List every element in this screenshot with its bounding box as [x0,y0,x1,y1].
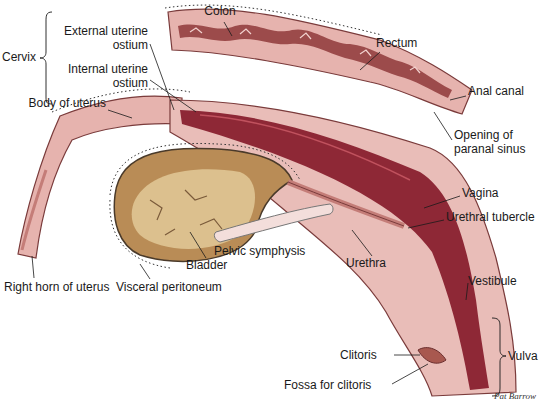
label-wrap: Pat Barrow [494,389,546,403]
label-wrap: Cervix [2,50,44,64]
part-label: Right horn of uterus [4,280,109,294]
label-wrap: Vestibule [468,274,544,288]
vulva-bracket [492,318,506,396]
part-label: Vestibule [468,274,517,288]
label-wrap: Vulva [508,349,546,363]
colon-lumen [178,24,452,98]
part-label: Opening of paranal sinus [454,128,525,156]
clitoris [418,348,446,364]
label-wrap: Clitoris [340,348,394,362]
leader-lines [32,22,468,384]
part-label: Visceral peritoneum [116,280,222,294]
label-wrap: Pelvic symphysis [214,244,334,258]
label-wrap: Bladder [186,258,256,272]
label-wrap: Visceral peritoneum [116,280,246,294]
label-wrap: Right horn of uterus [4,280,134,294]
part-label: Internal uterine ostium [68,62,148,90]
signature: Pat Barrow [494,391,536,401]
part-label: Vagina [462,186,498,200]
label-wrap: Body of uterus [2,96,106,110]
peritoneum-line [165,5,382,35]
part-label: Rectum [376,36,417,50]
part-label: Body of uterus [29,96,106,110]
cervix-bracket [40,12,52,104]
colon-rectum [168,9,472,114]
label-wrap: Internal uterine ostium [56,62,148,90]
peritoneum-line [110,143,300,195]
part-label: Pelvic symphysis [214,244,305,258]
label-wrap: Urethral tubercle [446,210,542,224]
part-label: Vulva [508,349,538,363]
label-wrap: Anal canal [468,84,546,98]
label-wrap: Opening of paranal sinus [454,128,546,156]
label-wrap: External uterine ostium [56,24,148,52]
part-label: Cervix [2,50,36,64]
part-label: Bladder [186,258,227,272]
part-label: Colon [204,4,235,18]
part-label: Urethral tubercle [446,210,535,224]
part-label: Clitoris [340,348,377,362]
part-label: Anal canal [468,84,524,98]
label-wrap: Rectum [376,36,446,50]
part-label: Urethra [346,256,386,270]
label-wrap: Urethra [346,256,416,270]
label-wrap: Colon [190,4,250,18]
label-wrap: Fossa for clitoris [284,378,394,392]
part-label: Fossa for clitoris [284,378,371,392]
pelvic-symphysis [214,204,333,242]
part-label: External uterine ostium [64,24,148,52]
label-wrap: Vagina [462,186,542,200]
